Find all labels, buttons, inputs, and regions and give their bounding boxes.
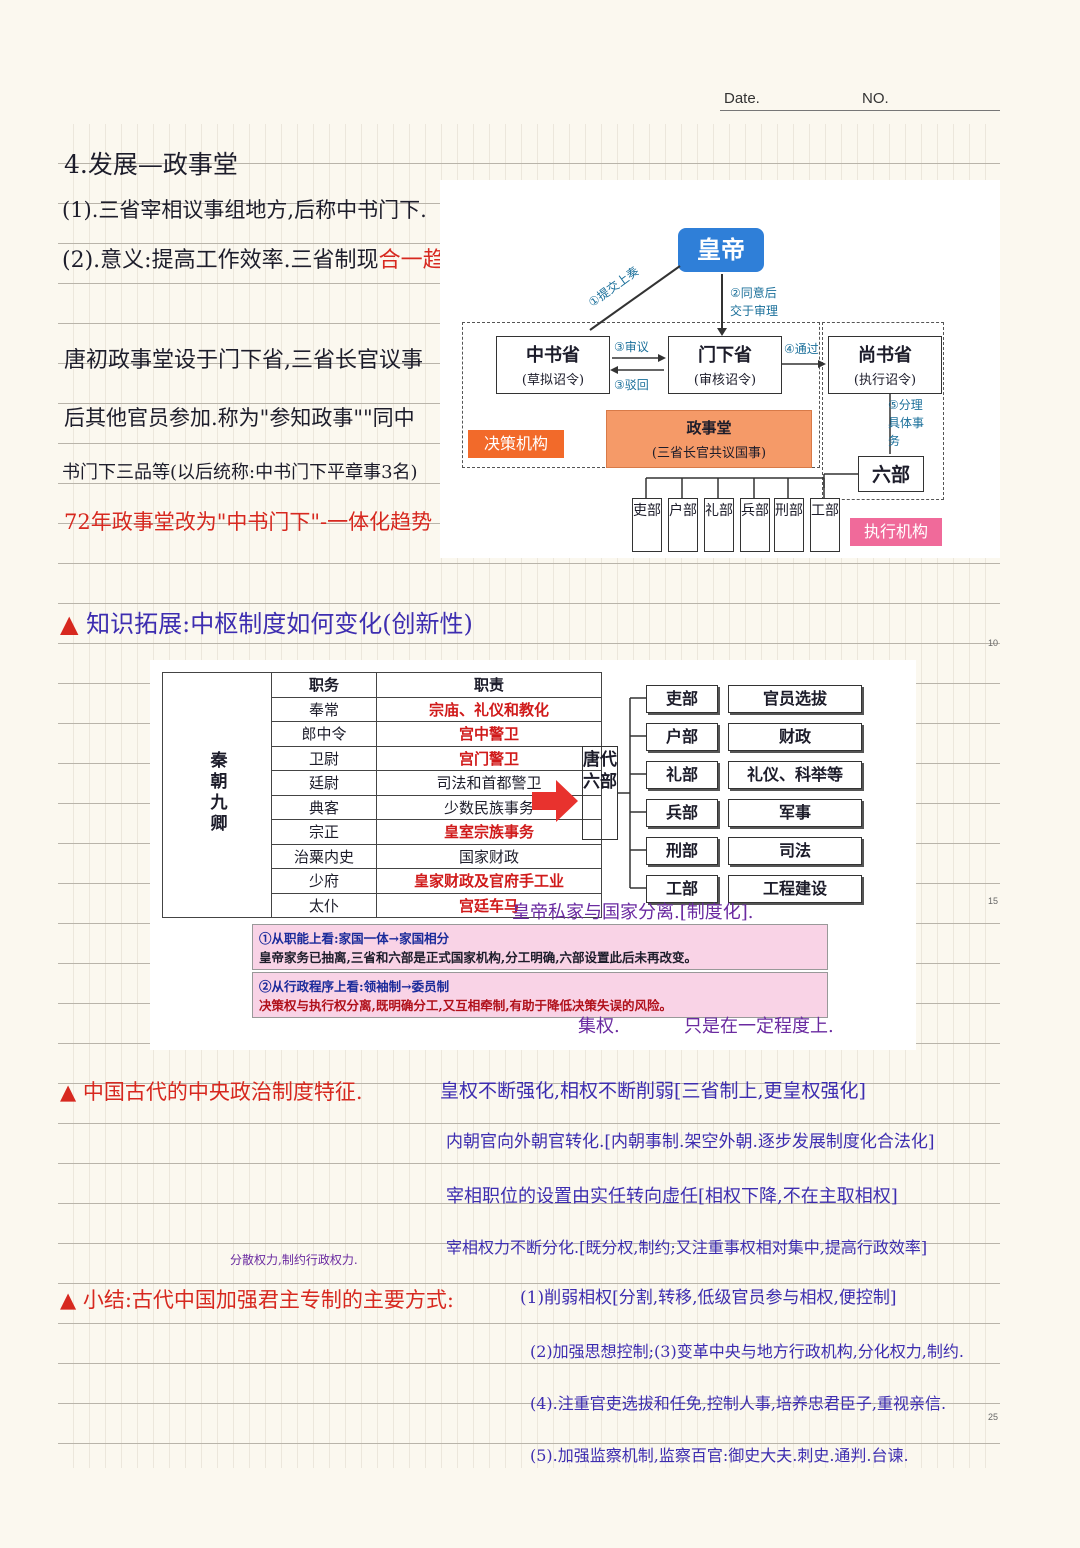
table-row: 廷尉 <box>271 770 377 796</box>
note-box-2: ②从行政程序上看:领袖制→委员制 决策权与执行权分离,既明确分工,又互相牵制,有… <box>252 972 828 1018</box>
tang-duty: 官员选拔 <box>728 685 862 713</box>
note-line-1: (1).三省宰相议事组地方,后称中书门下. <box>62 198 427 222</box>
exec-frame <box>822 322 944 500</box>
three-departments-flowchart: 皇帝 中书省(草拟诏令) 门下省(审核诏令) 尚书省(执行诏令) 政事堂(三省长… <box>440 180 1000 558</box>
dept-li: 吏部 <box>632 498 662 552</box>
dept-hu: 户部 <box>668 498 698 552</box>
table-cell: 国家财政 <box>376 843 602 869</box>
tang-dept: 户部 <box>646 723 718 751</box>
note-box-1: ①从职能上看:家国一体→家国相分 皇帝家务已抽离,三省和六部是正式国家机构,分工… <box>252 924 828 970</box>
header-line <box>720 110 1000 111</box>
tang-duty: 司法 <box>728 837 862 865</box>
emperor-box: 皇帝 <box>678 228 764 272</box>
feature-line-4: 宰相权力不断分化.[既分权,制约;又注重事权相对集中,提高行政效率] <box>446 1238 928 1257</box>
label-manage-2: 具体事 <box>888 416 925 430</box>
zhongshu-box: 中书省(草拟诏令) <box>496 336 610 394</box>
menxia-box: 门下省(审核诏令) <box>668 336 782 394</box>
table-row: 治粟内史 <box>271 843 377 869</box>
label-approve-2: 交于审理 <box>730 304 779 318</box>
tang-dept: 刑部 <box>646 837 718 865</box>
table-row: 卫尉 <box>271 745 377 771</box>
comparison-panel: 秦朝九卿 职务 职责 奉常宗庙、礼仪和教化 郎中令宫中警卫 卫尉宫门警卫 廷尉司… <box>150 660 916 1050</box>
tang-dept: 兵部 <box>646 799 718 827</box>
label-approve-1: ②同意后 <box>730 286 777 300</box>
table-row: 少府 <box>271 868 377 894</box>
table-row: 典客 <box>271 794 377 820</box>
label-reject: ③驳回 <box>614 378 649 392</box>
tang-dept: 吏部 <box>646 685 718 713</box>
table-row: 奉常 <box>271 696 377 722</box>
tang-duty: 礼仪、科举等 <box>728 761 862 789</box>
dept-bing: 兵部 <box>740 498 770 552</box>
dept-xing: 刑部 <box>774 498 804 552</box>
tang-duty: 工程建设 <box>728 875 862 903</box>
note-para-4: 72年政事堂改为"中书门下"-一体化趋势 <box>64 510 433 534</box>
feature-line-2: 内朝官向外朝官转化.[内朝事制.架空外朝.逐步发展制度化合法化] <box>446 1132 935 1152</box>
zhengshitang-box: 政事堂(三省长官共议国事) <box>606 410 812 468</box>
bracket-lines <box>618 697 646 889</box>
page-mark-25: 25 <box>988 1412 999 1422</box>
tang-dept: 工部 <box>646 875 718 903</box>
no-label: NO. <box>862 90 889 107</box>
right-arrow-icon <box>532 780 578 822</box>
qin-side-label: 秦朝九卿 <box>162 672 272 918</box>
warning-icon: ▲ <box>60 1080 77 1104</box>
summary-annotation: 分散权力,制约行政权力. <box>230 1253 358 1267</box>
summary-line-2: (2)加强思想控制;(3)变革中央与地方行政机构,分化权力,制约. <box>530 1342 964 1361</box>
table-row: 郎中令 <box>271 721 377 747</box>
col-post: 职务 <box>271 672 377 698</box>
table-row: 宗正 <box>271 819 377 845</box>
page-mark-15: 15 <box>988 896 999 906</box>
note-para-2: 后其他官员参加.称为"参知政事""同中 <box>64 406 415 430</box>
tang-dept: 礼部 <box>646 761 718 789</box>
table-cell: 宗庙、礼仪和教化 <box>376 696 602 722</box>
section3-heading: ▲ 中国古代的中央政治制度特征. <box>60 1080 363 1104</box>
decision-tag: 决策机构 <box>468 430 564 458</box>
dept-li-rites: 礼部 <box>704 498 734 552</box>
note-para-1: 唐初政事堂设于门下省,三省长官议事 <box>64 348 423 373</box>
feature-line-1: 皇权不断强化,相权不断削弱[三省制上,更皇权强化] <box>440 1080 866 1102</box>
hw-note-centralize: 集权. <box>578 1016 620 1037</box>
label-manage-1: ⑤分理 <box>888 398 923 412</box>
hw-note-separation: 皇帝私家与国家分离.[制度化]. <box>512 902 754 923</box>
summary-line-3: (4).注重官吏选拔和任免,控制人事,培养忠君臣子,重视亲信. <box>530 1394 947 1413</box>
date-label: Date. <box>724 90 760 107</box>
warning-icon: ▲ <box>60 610 79 638</box>
table-cell: 宫中警卫 <box>376 721 602 747</box>
page-mark-10: 10 <box>988 638 999 648</box>
summary-line-1: (1)削弱相权[分割,转移,低级官员参与相权,便控制] <box>520 1288 897 1308</box>
tang-duty: 财政 <box>728 723 862 751</box>
shangshu-box: 尚书省(执行诏令) <box>828 336 942 394</box>
exec-tag: 执行机构 <box>850 518 942 546</box>
table-cell: 宫门警卫 <box>376 745 602 771</box>
label-manage-3: 务 <box>888 434 901 448</box>
label-pass: ④通过 <box>784 342 819 356</box>
table-cell: 皇家财政及官府手工业 <box>376 868 602 894</box>
tang-duty: 军事 <box>728 799 862 827</box>
six-ministries-box: 六部 <box>858 456 924 492</box>
note-para-3: 书门下三品等(以后统称:中书门下平章事3名) <box>62 462 418 483</box>
table-row: 太仆 <box>271 892 377 918</box>
table-cell: 宫廷车马 <box>376 892 602 918</box>
flowchart-arrows <box>589 265 891 498</box>
note-heading: 4.发展—政事堂 <box>64 150 238 179</box>
hw-note-degree: 只是在一定程度上. <box>684 1016 834 1037</box>
section2-heading: ▲ 知识拓展:中枢制度如何变化(创新性) <box>60 610 473 638</box>
warning-icon: ▲ <box>60 1288 77 1312</box>
feature-line-3: 宰相职位的设置由实任转向虚任[相权下降,不在主取相权] <box>446 1186 898 1207</box>
col-duty: 职责 <box>376 672 602 698</box>
note-line-2: (2).意义:提高工作效率.三省制现合一趋势 <box>62 248 467 273</box>
label-review: ③审议 <box>614 340 649 354</box>
section4-heading: ▲ 小结:古代中国加强君主专制的主要方式: <box>60 1288 454 1312</box>
summary-line-4: (5).加强监察机制,监察百官:御史大夫.刺史.通判.台谏. <box>530 1446 909 1465</box>
tang-six-label: 唐代六部 <box>582 746 618 840</box>
dept-gong: 工部 <box>810 498 840 552</box>
